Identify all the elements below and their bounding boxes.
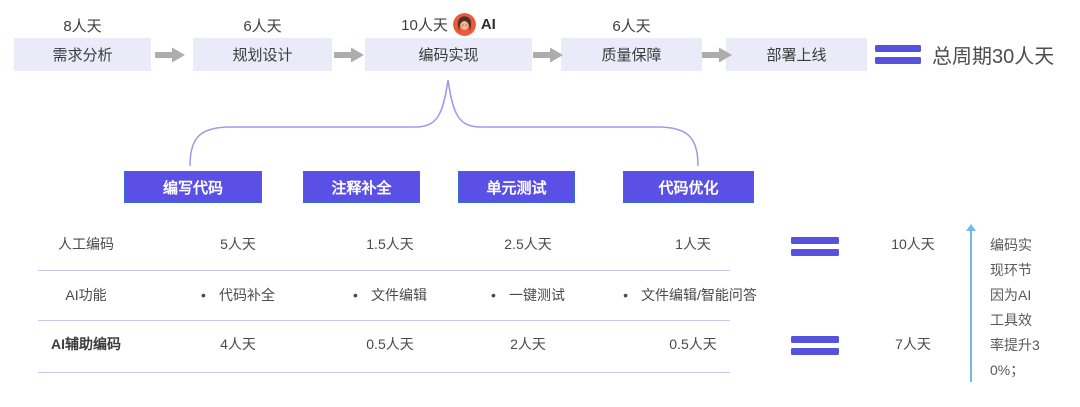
manual-value-1: 5人天 — [220, 236, 256, 252]
assisted-value-1: 4人天 — [220, 336, 256, 352]
bullet-icon: • — [491, 287, 496, 303]
manual-value-2: 1.5人天 — [366, 236, 414, 252]
step-duration-2: 6人天 — [193, 14, 332, 36]
equals-icon — [791, 336, 839, 355]
ai-badge: AI — [480, 15, 496, 33]
ai-feature-text: 一键测试 — [508, 287, 565, 303]
step-duration-1: 8人天 — [14, 14, 151, 36]
up-arrow-icon — [966, 224, 976, 231]
row-label-ai-features: AI功能 — [65, 287, 107, 303]
task-button-unit-test: 单元测试 — [458, 171, 575, 203]
right-arrow-icon — [155, 47, 185, 63]
duration-text: 6人天 — [612, 17, 651, 35]
duration-text: 6人天 — [243, 17, 282, 35]
manual-value-3: 2.5人天 — [504, 236, 552, 252]
equals-icon — [875, 45, 921, 64]
efficiency-note: 编码实现环节因为AI工具效率提升30%； — [990, 237, 1040, 378]
table-divider — [38, 372, 730, 373]
brace-connector — [189, 79, 699, 167]
table-divider — [38, 320, 730, 321]
ai-feature-text: 文件编辑 — [370, 287, 427, 303]
step-duration-4: 6人天 — [561, 14, 702, 36]
note-vertical-line — [970, 228, 972, 382]
row-label-ai-assisted: AI辅助编码 — [51, 336, 121, 352]
equals-icon — [791, 237, 839, 256]
manual-total: 10人天 — [891, 236, 935, 252]
task-button-comment-fill: 注释补全 — [303, 171, 420, 203]
step-duration-3: 10人天 AI — [365, 11, 532, 37]
right-arrow-icon — [702, 47, 732, 63]
ai-feature-1: • 代码补全 — [168, 283, 308, 307]
ai-feature-text: 文件编辑/智能问答 — [641, 287, 757, 303]
duration-text: 10人天 — [401, 16, 448, 34]
assisted-value-2: 0.5人天 — [366, 336, 414, 352]
total-cycle-label: 总周期30人天 — [932, 45, 1055, 68]
assisted-value-3: 2人天 — [510, 336, 546, 352]
bullet-icon: • — [353, 287, 358, 303]
assisted-total: 7人天 — [895, 336, 931, 352]
row-label-manual-coding: 人工编码 — [58, 236, 114, 252]
bullet-icon: • — [623, 287, 628, 303]
duration-text: 8人天 — [63, 17, 102, 35]
ai-feature-3: • 一键测试 — [458, 283, 598, 307]
phase-box-quality: 质量保障 — [561, 38, 702, 71]
ai-feature-2: • 文件编辑 — [320, 283, 460, 307]
task-button-code-optimize: 代码优化 — [623, 171, 754, 203]
manual-value-4: 1人天 — [675, 236, 711, 252]
phase-box-planning: 规划设计 — [193, 38, 332, 71]
ai-assistant-avatar-icon — [452, 12, 476, 36]
phase-box-requirements: 需求分析 — [14, 38, 151, 71]
right-arrow-icon — [334, 47, 364, 63]
ai-feature-text: 代码补全 — [218, 287, 275, 303]
bullet-icon: • — [201, 287, 206, 303]
task-button-write-code: 编写代码 — [124, 171, 262, 203]
phase-box-deploy: 部署上线 — [726, 38, 867, 71]
right-arrow-icon — [533, 47, 563, 63]
table-divider — [38, 270, 730, 271]
assisted-value-4: 0.5人天 — [669, 336, 717, 352]
ai-feature-4: • 文件编辑/智能问答 — [595, 283, 785, 307]
phase-box-coding: 编码实现 — [365, 38, 532, 71]
